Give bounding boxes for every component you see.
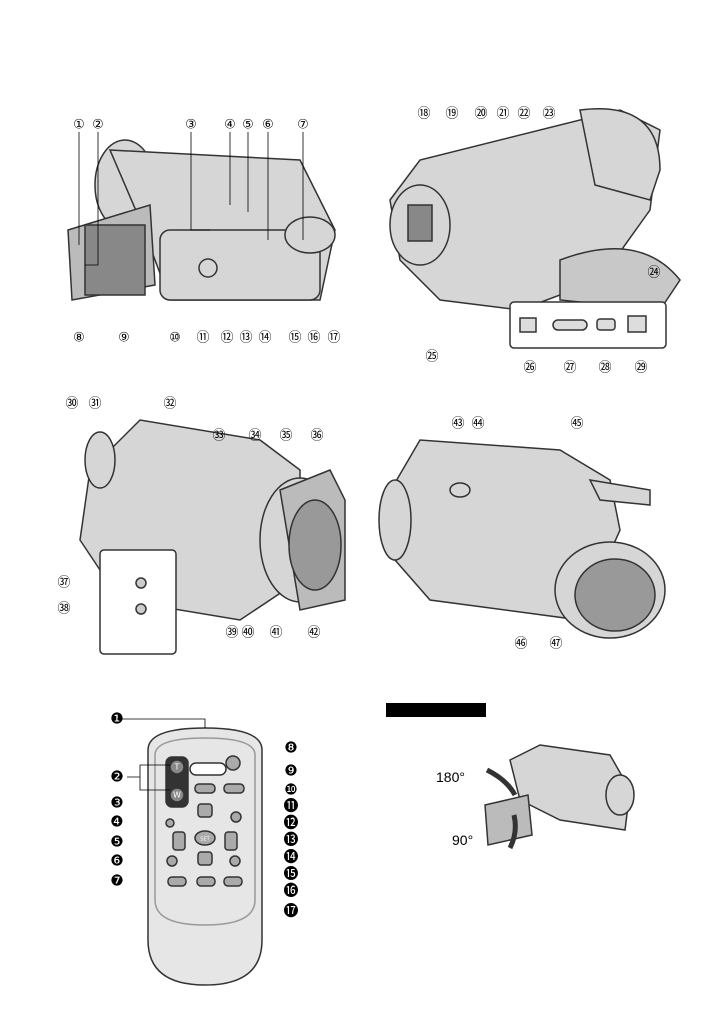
- callout-front-view-7: ⑦: [297, 117, 309, 133]
- callout-front-view-16: ⑯: [307, 330, 321, 346]
- callout-bottom-view-2: ㊹: [471, 416, 485, 432]
- callout-side-view-6: ㉟: [279, 428, 293, 444]
- callout-front-view-1: ①: [73, 117, 85, 133]
- callout-rear-view-7: ㉔: [647, 265, 661, 281]
- callout-rear-view-6: ㉓: [542, 106, 556, 122]
- callout-remote-control-1: ❶: [110, 709, 124, 728]
- callout-rear-view-3: ⑳: [474, 106, 488, 122]
- callout-remote-control-4: ❹: [110, 812, 124, 831]
- callout-front-view-14: ⑭: [258, 330, 272, 346]
- callout-front-view-5: ⑤: [242, 117, 254, 133]
- remote-zoom-t-label: T: [174, 762, 180, 772]
- callout-remote-control-15: ⓯: [283, 864, 299, 883]
- callout-remote-control-3: ❸: [110, 793, 124, 812]
- callout-rear-view-10: ㉗: [563, 360, 577, 376]
- remote-set-label: SET: [200, 836, 210, 843]
- callout-rear-view-4: ㉑: [496, 106, 510, 122]
- callout-rear-view-1: ⑱: [417, 106, 431, 122]
- lcd-rotation-illustration: [484, 744, 635, 850]
- callout-side-view-13: ㊷: [307, 625, 321, 641]
- section-heading-bar: [386, 703, 486, 717]
- callout-front-view-12: ⑫: [220, 330, 234, 346]
- remote-control-illustration: [147, 727, 263, 986]
- camcorder-rear-illustration: [389, 108, 681, 349]
- callout-front-view-4: ④: [224, 117, 236, 133]
- callout-rear-view-5: ㉒: [517, 106, 531, 122]
- callout-remote-control-13: ⓭: [283, 830, 299, 849]
- camcorder-front-illustration: [67, 139, 336, 301]
- callout-rear-view-9: ㉖: [523, 360, 537, 376]
- callout-remote-control-10: ❿: [284, 780, 298, 799]
- callout-remote-control-17: ⓱: [283, 901, 299, 920]
- callout-remote-control-12: ⓬: [283, 813, 299, 832]
- callout-remote-control-9: ❾: [284, 761, 298, 780]
- callout-front-view-15: ⑮: [288, 330, 302, 346]
- callout-rear-view-11: ㉘: [598, 360, 612, 376]
- callout-side-view-2: ㉛: [88, 396, 102, 412]
- callout-rear-view-8: ㉕: [425, 349, 439, 365]
- callout-remote-control-2: ❷: [110, 767, 124, 786]
- callout-remote-control-6: ❻: [110, 851, 124, 870]
- leader-lines: [78, 132, 304, 791]
- angle-180-label: 180°: [436, 769, 465, 785]
- callout-side-view-9: ㊳: [57, 601, 71, 617]
- remote-zoom-w-label: W: [173, 790, 181, 800]
- callout-front-view-2: ②: [92, 117, 104, 133]
- callout-front-view-9: ⑨: [118, 330, 130, 346]
- callout-side-view-10: ㊴: [225, 625, 239, 641]
- callout-side-view-3: ㉜: [163, 396, 177, 412]
- callout-front-view-11: ⑪: [196, 330, 210, 346]
- callout-rear-view-2: ⑲: [445, 106, 459, 122]
- callout-remote-control-16: ⓰: [283, 881, 299, 900]
- angle-90-label: 90°: [452, 832, 474, 848]
- callout-remote-control-5: ❺: [110, 832, 124, 851]
- callout-bottom-view-1: ㊸: [451, 416, 465, 432]
- callout-side-view-11: ㊵: [241, 625, 255, 641]
- callout-bottom-view-4: ㊻: [514, 636, 528, 652]
- callout-side-view-1: ㉚: [65, 396, 79, 412]
- callout-side-view-4: ㉝: [212, 428, 226, 444]
- callout-side-view-5: ㉞: [248, 428, 262, 444]
- callout-front-view-13: ⑬: [239, 330, 253, 346]
- callout-front-view-3: ③: [185, 117, 197, 133]
- callout-side-view-12: ㊶: [269, 625, 283, 641]
- callout-front-view-8: ⑧: [73, 330, 85, 346]
- callout-front-view-17: ⑰: [327, 330, 341, 346]
- callout-rear-view-12: ㉙: [634, 360, 648, 376]
- camcorder-bottom-illustration: [378, 439, 666, 639]
- callout-remote-control-11: ⓫: [283, 796, 299, 815]
- callout-side-view-7: ㊱: [310, 428, 324, 444]
- callout-remote-control-8: ❽: [284, 738, 298, 757]
- camcorder-side-illustration: [79, 419, 346, 655]
- callout-remote-control-7: ❼: [110, 871, 124, 890]
- callout-bottom-view-3: ㊺: [570, 416, 584, 432]
- callout-bottom-view-5: ㊼: [549, 636, 563, 652]
- callout-side-view-8: ㊲: [57, 575, 71, 591]
- callout-front-view-6: ⑥: [262, 117, 274, 133]
- callout-remote-control-14: ⓮: [283, 847, 299, 866]
- callout-front-view-10: ⑩: [169, 330, 181, 346]
